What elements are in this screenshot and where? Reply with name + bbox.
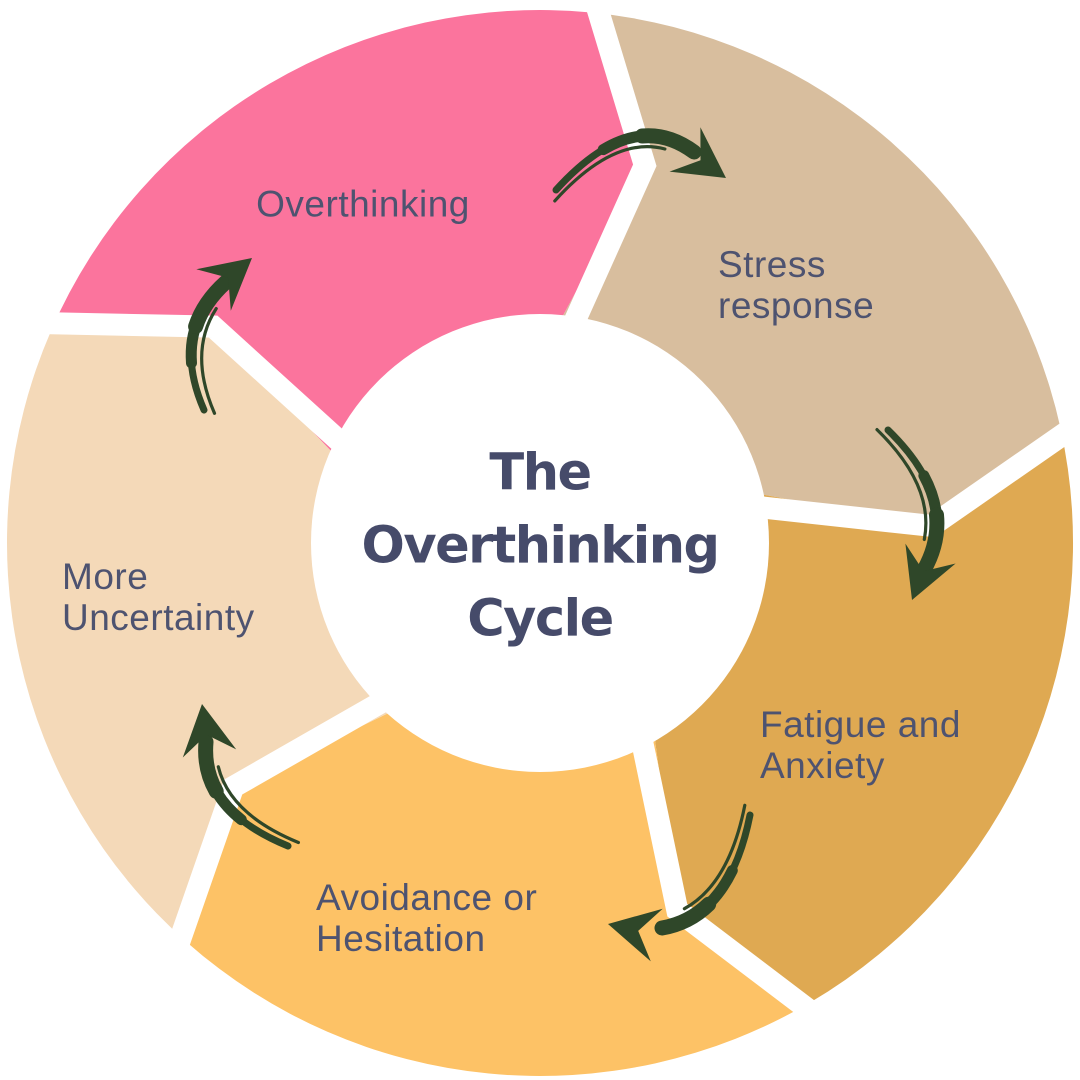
label-fatigue-and-anxiety: Fatigue and Anxiety	[760, 704, 961, 786]
label-stress-response: Stress response	[718, 244, 875, 326]
label-more-uncertainty: More Uncertainty	[62, 556, 255, 638]
center-circle	[311, 314, 769, 772]
segment-fatigue-and-anxiety	[654, 427, 1074, 1003]
diagram-title: The Overthinking Cycle	[361, 443, 720, 649]
segment-more-uncertainty	[6, 326, 391, 943]
segment-overthinking	[51, 10, 645, 453]
curved-arrow-avoidance-to-uncertainty-icon	[182, 704, 300, 850]
curved-arrow-overthinking-to-stress-icon	[552, 127, 726, 203]
curved-arrow-fatigue-to-avoidance-icon	[608, 803, 754, 962]
label-avoidance-or-hesitation: Avoidance or Hesitation	[316, 877, 538, 959]
curved-arrow-stress-to-fatigue-icon	[875, 426, 956, 600]
curved-arrow-uncertainty-to-overthinking-icon	[185, 258, 252, 415]
label-overthinking: Overthinking	[256, 183, 470, 225]
